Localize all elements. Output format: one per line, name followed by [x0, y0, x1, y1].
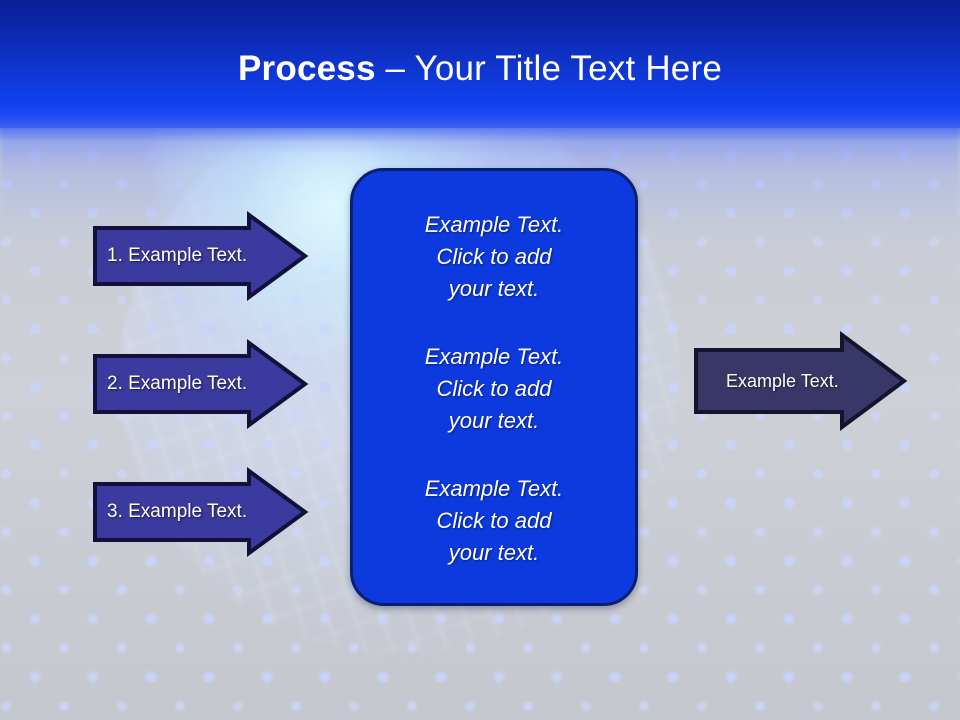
process-output-arrow[interactable]: Example Text. — [694, 331, 908, 431]
title-band-fade — [0, 112, 960, 154]
process-step-arrow-1-label: 1. Example Text. — [107, 245, 248, 266]
arrow-right-shape-icon — [694, 331, 908, 431]
arrow-right-shape-icon — [93, 211, 309, 301]
process-step-arrow-3[interactable]: 3. Example Text. — [93, 467, 309, 557]
page-title-rest: – Your Title Text Here — [375, 49, 722, 88]
process-step-arrow-2-label: 2. Example Text. — [107, 373, 248, 394]
content-paragraph-2: Example Text. Click to add your text. — [424, 344, 564, 433]
arrow-right-shape-icon — [93, 467, 309, 557]
arrow-right-shape-icon — [93, 339, 309, 429]
process-step-arrow-2[interactable]: 2. Example Text. — [93, 339, 309, 429]
content-paragraph-3: Example Text. Click to add your text. — [424, 476, 564, 565]
process-step-arrow-3-label: 3. Example Text. — [107, 501, 248, 522]
page-title: Process – Your Title Text Here — [0, 48, 960, 90]
process-content-box[interactable]: Example Text. Click to add your text. Ex… — [350, 168, 638, 606]
process-step-arrow-1[interactable]: 1. Example Text. — [93, 211, 309, 301]
title-band — [0, 0, 960, 128]
content-paragraph-1: Example Text. Click to add your text. — [424, 212, 564, 301]
process-output-arrow-label: Example Text. — [726, 371, 839, 391]
page-title-bold: Process — [238, 49, 376, 88]
